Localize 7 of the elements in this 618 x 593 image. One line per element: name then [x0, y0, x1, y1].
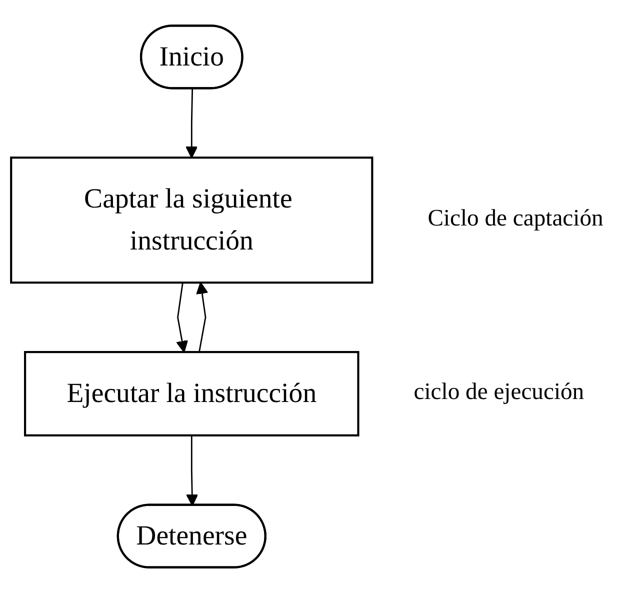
arrow: [196, 282, 208, 352]
node-box: Captar la siguiente instrucción: [10, 156, 374, 284]
node-box: Ejecutar la instrucción: [24, 351, 360, 436]
arrow: [186, 88, 198, 158]
side-note: ciclo de ejecución: [414, 379, 584, 406]
arrow: [176, 282, 188, 353]
side-note: Ciclo de captación: [428, 206, 604, 232]
